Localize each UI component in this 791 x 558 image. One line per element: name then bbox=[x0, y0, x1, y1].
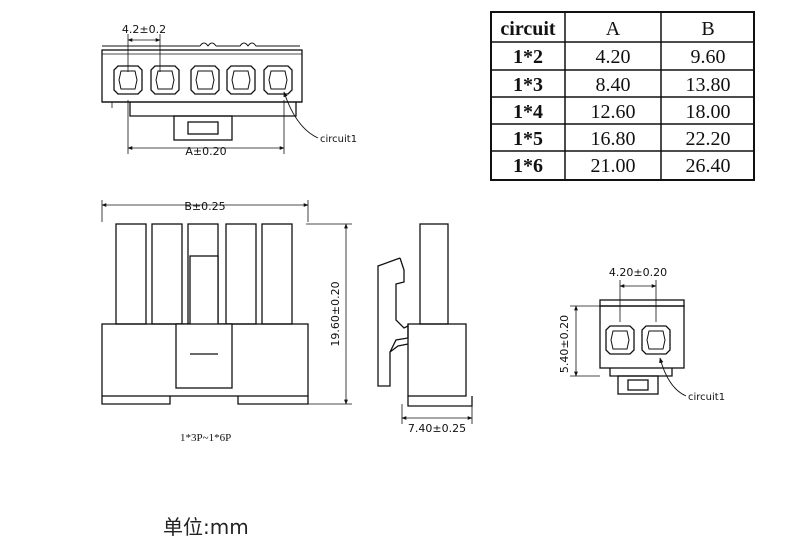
table-cell: 16.80 bbox=[591, 128, 636, 150]
front-b-label: B±0.25 bbox=[184, 200, 225, 213]
contact-cavity bbox=[641, 325, 671, 355]
top-a-label: A±0.20 bbox=[185, 145, 226, 158]
front-range-label: 1*3P~1*6P bbox=[180, 432, 231, 444]
small-pitch-label: 4.20±0.20 bbox=[609, 266, 667, 279]
table-cell: 1*6 bbox=[513, 155, 543, 177]
small-view bbox=[570, 280, 687, 397]
table-header-cell: B bbox=[701, 18, 714, 40]
table-cell: 12.60 bbox=[591, 101, 636, 123]
table-cell: 1*2 bbox=[513, 46, 543, 68]
front-height-label: 19.60±0.20 bbox=[329, 281, 342, 346]
top-cavity-row bbox=[113, 65, 293, 95]
table-cell: 1*4 bbox=[513, 101, 543, 123]
side-width-label: 7.40±0.25 bbox=[408, 422, 466, 435]
side-view bbox=[377, 223, 473, 424]
table-cell: 8.40 bbox=[596, 74, 631, 96]
unit-label: 单位:mm bbox=[163, 515, 249, 539]
contact-cavity bbox=[605, 325, 635, 355]
contact-cavity bbox=[113, 65, 143, 95]
table-cell: 1*3 bbox=[513, 74, 543, 96]
table-text: circuit A B 1*2 4.20 9.60 1*3 8.40 13.80 1*4 12.60… bbox=[500, 18, 730, 177]
dimension-table bbox=[490, 11, 755, 181]
table-header-cell: circuit bbox=[500, 18, 556, 40]
table-cell: 21.00 bbox=[591, 155, 636, 177]
small-height-label: 5.40±0.20 bbox=[558, 315, 571, 373]
table-cell: 22.20 bbox=[686, 128, 731, 150]
top-pitch-label: 4.2±0.2 bbox=[122, 23, 166, 36]
contact-cavity bbox=[226, 65, 256, 95]
small-circuit-label: circuit1 bbox=[688, 392, 725, 403]
table-cell: 9.60 bbox=[691, 46, 726, 68]
contact-cavity bbox=[263, 65, 293, 95]
table-cell: 1*5 bbox=[513, 128, 543, 150]
table-cell: 26.40 bbox=[686, 155, 731, 177]
table-header-cell: A bbox=[606, 18, 621, 40]
table-cell: 4.20 bbox=[596, 46, 631, 68]
contact-cavity bbox=[190, 65, 220, 95]
small-cavity-row bbox=[605, 325, 671, 355]
front-view bbox=[101, 200, 352, 405]
contact-cavity bbox=[150, 65, 180, 95]
table-cell: 18.00 bbox=[686, 101, 731, 123]
table-cell: 13.80 bbox=[686, 74, 731, 96]
top-circuit-label: circuit1 bbox=[320, 134, 357, 145]
top-view bbox=[101, 34, 319, 154]
